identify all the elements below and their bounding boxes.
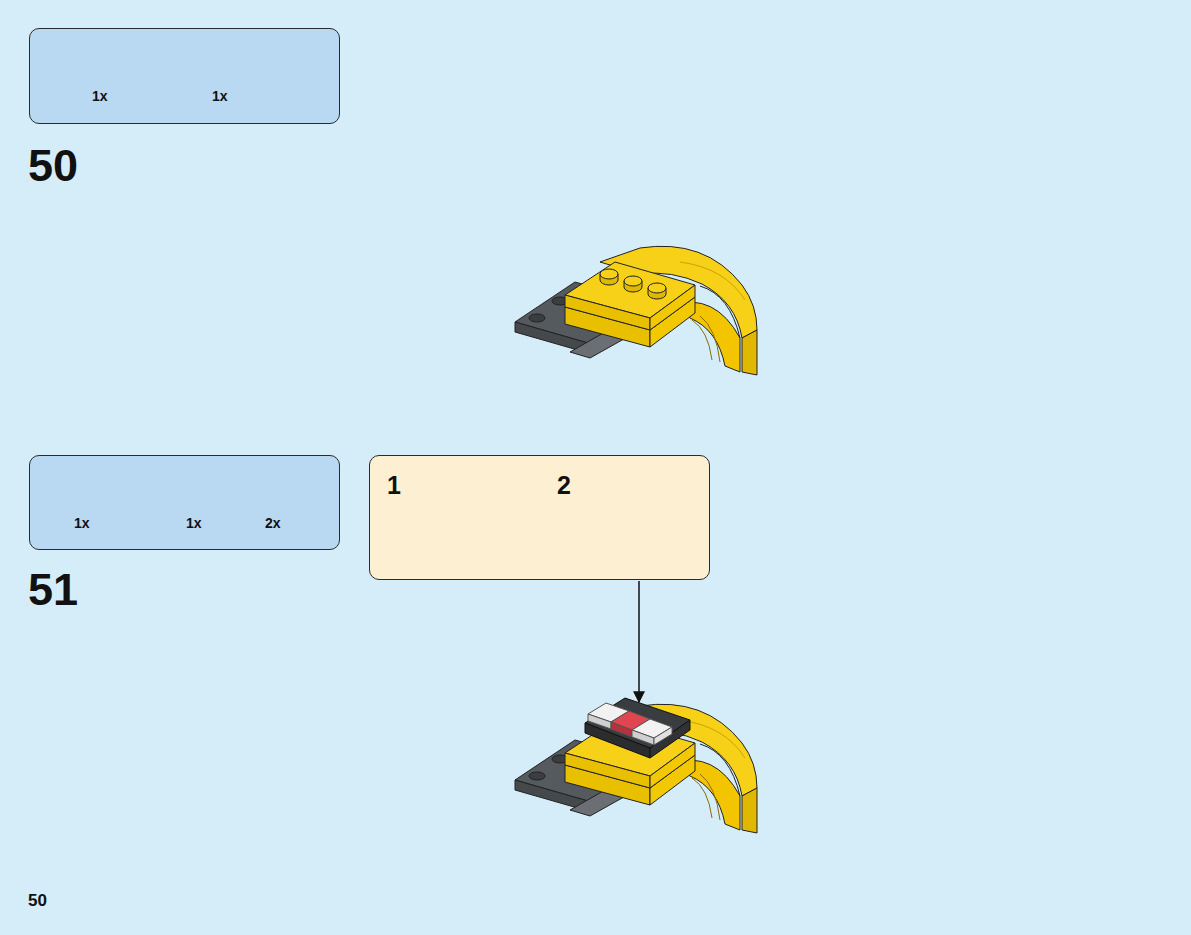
model-step-50 bbox=[515, 246, 757, 375]
substep-number: 1 bbox=[387, 473, 401, 498]
part-quantity: 2x bbox=[265, 516, 281, 530]
page-number: 50 bbox=[28, 892, 47, 909]
part-quantity: 1x bbox=[186, 516, 202, 530]
parts-box: 1x 1x 2x bbox=[29, 455, 340, 550]
part-quantity: 1x bbox=[74, 516, 90, 530]
leader-arrow bbox=[638, 581, 640, 702]
model-step-51 bbox=[515, 698, 757, 833]
step-number: 51 bbox=[28, 567, 78, 612]
part-quantity: 1x bbox=[92, 89, 108, 103]
step-number: 50 bbox=[28, 143, 78, 188]
substep-box: 12 bbox=[369, 455, 710, 580]
part-quantity: 1x bbox=[212, 89, 228, 103]
substep-number: 2 bbox=[557, 473, 571, 498]
parts-box: 1x 1x bbox=[29, 28, 340, 124]
